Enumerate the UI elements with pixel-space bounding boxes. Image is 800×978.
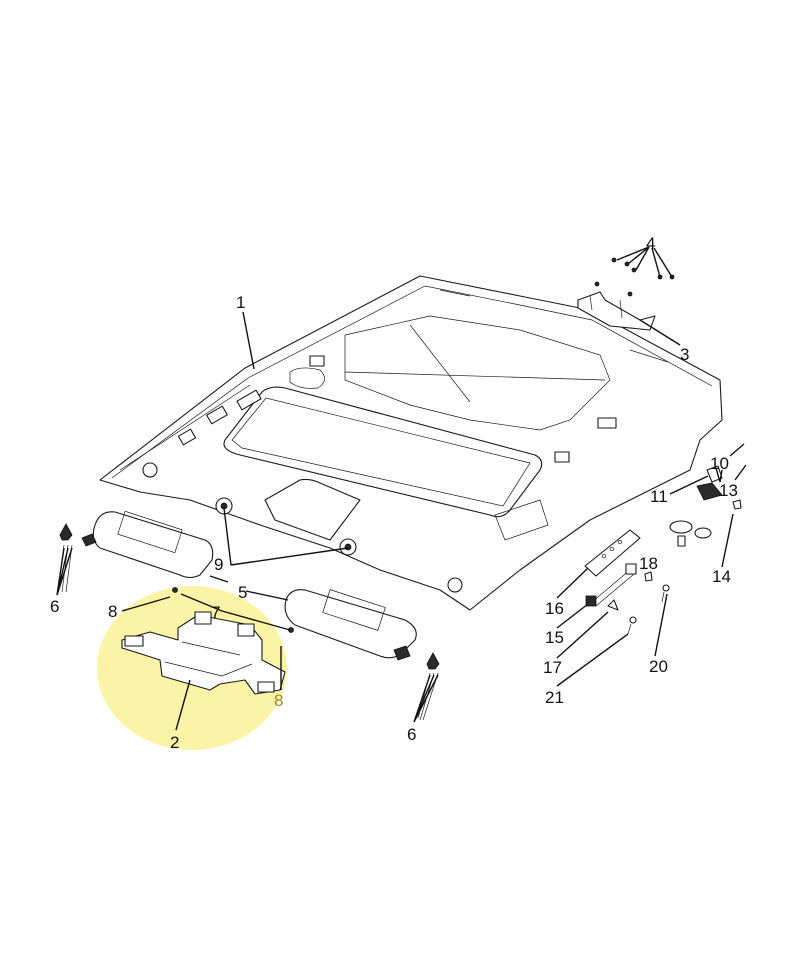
callout-4[interactable]: 4 xyxy=(646,234,656,253)
callout-21[interactable]: 21 xyxy=(545,688,564,707)
callout-8-right[interactable]: 8 xyxy=(274,691,284,710)
sun-visor-left-part[interactable] xyxy=(81,510,214,579)
overhead-console-part[interactable] xyxy=(121,587,294,695)
callout-10[interactable]: 10 xyxy=(710,454,729,473)
dome-lamp-part[interactable] xyxy=(584,529,641,577)
callout-16[interactable]: 16 xyxy=(545,599,564,618)
coat-hook-part[interactable] xyxy=(696,465,742,510)
callout-7[interactable]: 7 xyxy=(211,603,221,622)
callout-9[interactable]: 9 xyxy=(214,555,224,574)
callout-17[interactable]: 17 xyxy=(543,658,562,677)
clip-18-part[interactable] xyxy=(644,571,653,582)
callout-14[interactable]: 14 xyxy=(712,567,731,586)
handle-cap-part[interactable] xyxy=(607,599,619,611)
sun-visor-right-part[interactable] xyxy=(284,589,417,661)
callout-3[interactable]: 3 xyxy=(680,345,690,364)
callout-6-left[interactable]: 6 xyxy=(50,597,60,616)
callout-2[interactable]: 2 xyxy=(170,733,180,752)
screw-21-part[interactable] xyxy=(627,616,637,635)
grab-handle-part[interactable] xyxy=(585,563,637,607)
leader-lines xyxy=(56,246,747,731)
callout-11[interactable]: 11 xyxy=(650,487,668,506)
callout-15[interactable]: 15 xyxy=(545,628,564,647)
hook-base-part[interactable] xyxy=(669,520,712,547)
callout-5[interactable]: 5 xyxy=(238,583,248,602)
callout-13[interactable]: 13 xyxy=(719,481,738,500)
callout-6-right[interactable]: 6 xyxy=(407,725,417,744)
callout-8-left[interactable]: 8 xyxy=(108,602,118,621)
rear-bezel-part[interactable] xyxy=(577,291,656,331)
headliner-part[interactable] xyxy=(99,275,723,611)
callout-18[interactable]: 18 xyxy=(639,554,658,573)
callout-1[interactable]: 1 xyxy=(236,293,246,312)
callout-20[interactable]: 20 xyxy=(649,657,668,676)
screw-20-part[interactable] xyxy=(661,584,670,603)
screws-part[interactable] xyxy=(594,257,675,297)
